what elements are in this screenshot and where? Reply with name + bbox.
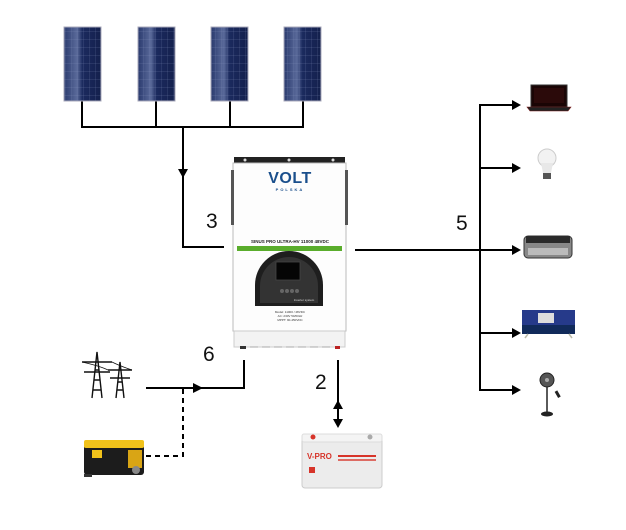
ac-output-lines (355, 104, 515, 391)
inverter-model: SINUS PRO ULTRA-HV 11000 48VDC (251, 239, 329, 244)
tv-icon (522, 310, 575, 339)
solar-panel-icon (137, 26, 176, 102)
inverter-spec-line: Model: 11000 / 48VDC (274, 310, 306, 314)
solar-panel-icon (63, 26, 102, 102)
solar-panel-icon (210, 26, 249, 102)
laptop-icon (526, 84, 572, 112)
pv-arrow (178, 169, 188, 178)
ac-input-arrow (193, 383, 203, 393)
inverter-panel-caption: Inverter system (293, 298, 315, 302)
label-ac-output: 5 (456, 212, 468, 235)
label-ac-input: 6 (203, 343, 215, 366)
inverter-brand: VOLT (268, 170, 312, 187)
printer-icon (523, 235, 573, 259)
ac-output-arrows (512, 100, 521, 395)
fan-icon (539, 372, 561, 417)
label-pv-input: 3 (206, 210, 218, 233)
inverter-spec-line: AC: 230V 50/60Hz (277, 314, 303, 318)
pv-bus-lines (81, 101, 304, 248)
battery-bidirectional-arrow (333, 400, 343, 428)
inverter-spec-line: MPPT: 90-450VDC (277, 318, 303, 322)
label-battery: 2 (315, 371, 327, 394)
battery-brand: V-PRO (307, 452, 332, 461)
solar-panel-icon (283, 26, 322, 102)
ac-input-lines (146, 360, 245, 457)
inverter-spec: Model: 11000 / 48VDC AC: 230V 50/60Hz MP… (262, 310, 318, 322)
light-bulb-icon (537, 148, 557, 179)
inverter-brand-sub: POLSKA (275, 187, 305, 192)
